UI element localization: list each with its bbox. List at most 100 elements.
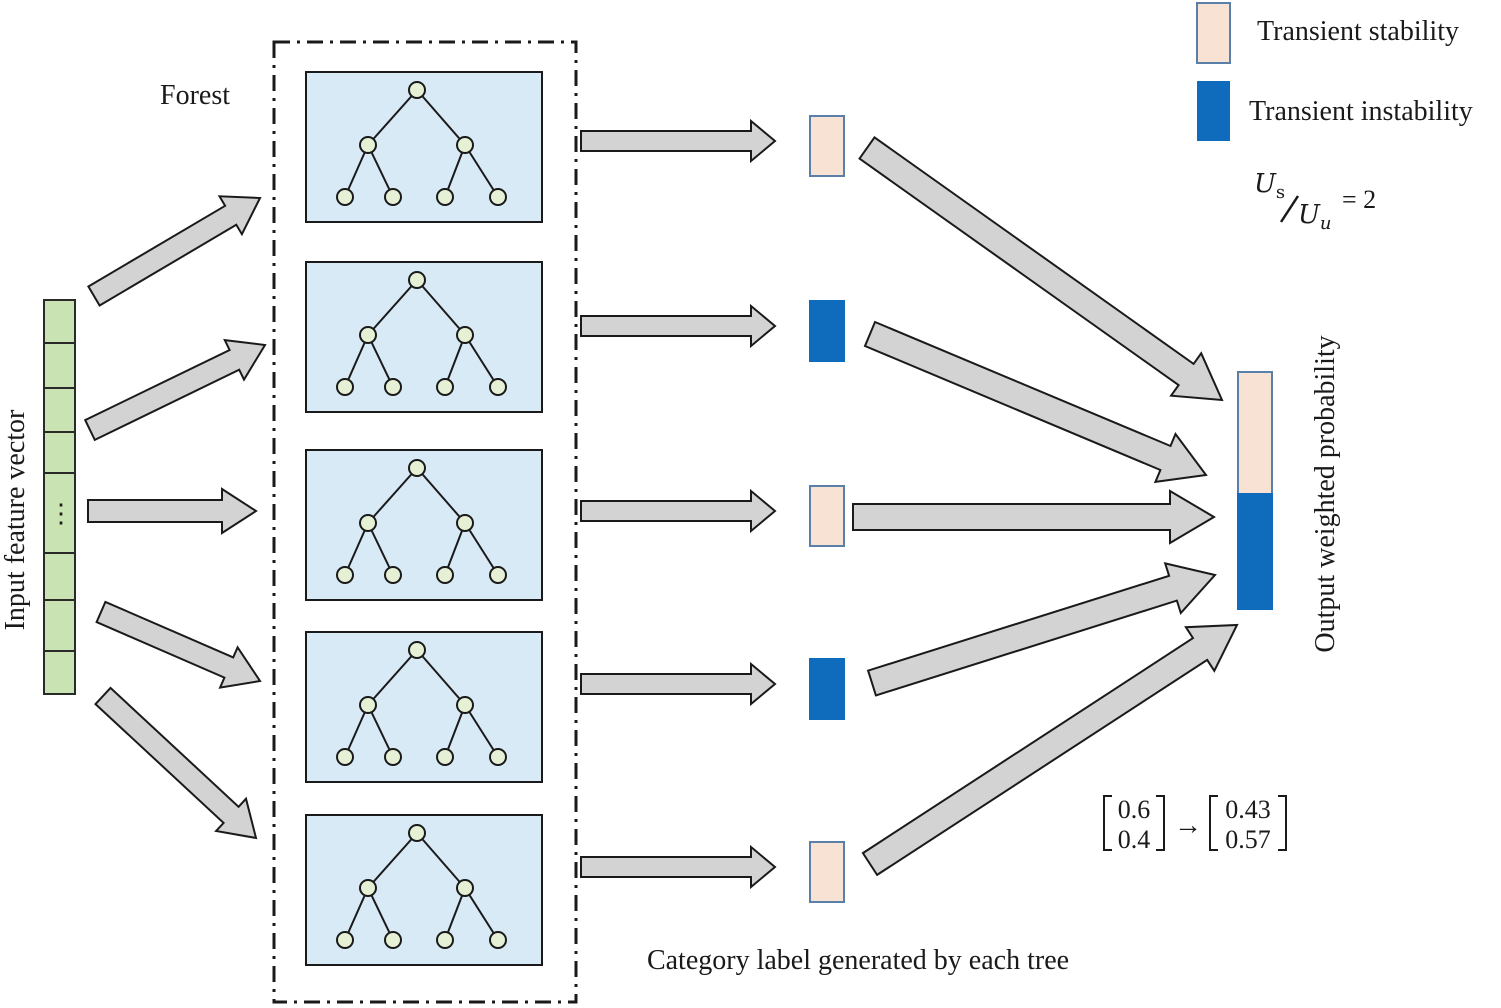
tree-label-2-unstable [809, 300, 845, 362]
category-label-caption: Category label generated by each tree [647, 945, 1069, 976]
label-to-output-arrows [852, 136, 1239, 877]
ratio-numerator: Us [1254, 169, 1285, 203]
output-arrow-2 [863, 320, 1208, 484]
tree-edge [416, 467, 466, 524]
tree-edge [464, 887, 499, 941]
tree-node [436, 931, 454, 949]
tree-edge [367, 334, 394, 388]
tree-edge [464, 704, 499, 758]
ratio-slash [1279, 195, 1300, 223]
tree-node [456, 326, 474, 344]
tree-node [336, 931, 354, 949]
legend-stable-swatch [1196, 2, 1231, 64]
tree-edge [367, 89, 418, 146]
input-arrow-3 [87, 487, 258, 535]
tree-edge [416, 832, 466, 889]
input-to-tree-arrows [83, 195, 267, 840]
tree-edge [444, 334, 466, 388]
tree-edge [444, 522, 466, 576]
tree-edge [464, 522, 499, 576]
tree-to-label-arrow-3 [580, 488, 777, 534]
tree-node [384, 566, 402, 584]
tree-node [336, 748, 354, 766]
tree-to-label-arrows [580, 118, 777, 890]
bracket-out-right [1278, 795, 1287, 851]
tree-to-label-arrow-4 [580, 661, 777, 707]
input-feature-vector: ⋮ [43, 299, 76, 695]
tree-edge [416, 649, 466, 706]
tree-node [384, 378, 402, 396]
tree-node [336, 188, 354, 206]
tree-node [359, 879, 377, 897]
tree-node [489, 931, 507, 949]
tree-node [408, 459, 426, 477]
output-weighted-probability-label: Output weighted probability [1310, 335, 1341, 652]
tree-edge [416, 279, 466, 336]
vec-in-top: 0.6 [1118, 795, 1151, 824]
tree-node [384, 931, 402, 949]
tree-edge [367, 649, 418, 706]
tree-label-1-stable [809, 115, 845, 177]
tree-edge [444, 887, 466, 941]
decision-tree-1 [305, 71, 543, 223]
ratio-denominator: Uu [1298, 200, 1332, 234]
output-arrow-3 [852, 489, 1216, 545]
input-arrow-4 [95, 600, 262, 689]
tree-to-label-arrow-1 [580, 118, 777, 164]
tree-node [489, 566, 507, 584]
tree-edge [344, 522, 369, 576]
tree-node [489, 378, 507, 396]
tree-node [408, 81, 426, 99]
probability-vector-transform: 0.6 0.4 → 0.43 0.57 [1103, 795, 1287, 854]
tree-edge [464, 144, 499, 198]
forest-boundary [272, 40, 578, 1004]
tree-edge [367, 144, 394, 198]
tree-edge [344, 144, 369, 198]
tree-node [384, 748, 402, 766]
decision-tree-5 [305, 814, 543, 966]
decision-tree-4 [305, 631, 543, 783]
tree-edge [367, 704, 394, 758]
input-feature-vector-label: Input feature vector [0, 409, 31, 630]
tree-node [436, 748, 454, 766]
vec-out-bottom: 0.57 [1225, 825, 1271, 854]
tree-to-label-arrow-2 [580, 303, 777, 349]
output-arrow-5 [861, 623, 1239, 877]
tree-node [408, 271, 426, 289]
tree-node [456, 696, 474, 714]
vec-out-top: 0.43 [1225, 795, 1271, 824]
tree-edge [344, 704, 369, 758]
tree-node [336, 566, 354, 584]
weight-ratio-formula: Us Uu = 2 [1254, 169, 1376, 234]
tree-node [359, 326, 377, 344]
legend-stable-label: Transient stability [1257, 16, 1459, 47]
legend-unstable-label: Transient instability [1249, 96, 1473, 127]
vec-in-bottom: 0.4 [1118, 825, 1151, 854]
tree-category-labels [809, 115, 845, 903]
tree-node [408, 824, 426, 842]
ratio-value: = 2 [1342, 185, 1376, 214]
tree-edge [367, 887, 394, 941]
decision-trees [305, 71, 543, 966]
output-arrow-1 [858, 136, 1224, 402]
output-stable-portion [1237, 371, 1273, 495]
tree-node [359, 696, 377, 714]
tree-node [456, 879, 474, 897]
decision-tree-3 [305, 449, 543, 601]
feature-ellipsis: ⋮ [48, 499, 74, 528]
bracket-out-left [1209, 795, 1218, 851]
input-arrow-1 [87, 195, 262, 307]
tree-node [359, 514, 377, 532]
tree-node [408, 641, 426, 659]
feature-vector-bar [43, 299, 76, 695]
tree-edge [367, 522, 394, 576]
vec-transform-arrow: → [1174, 810, 1202, 841]
tree-edge [464, 334, 499, 388]
tree-node [489, 748, 507, 766]
feature-cell-dividers [44, 342, 75, 652]
input-arrow-5 [94, 686, 258, 840]
tree-edge [344, 334, 369, 388]
tree-edge [416, 89, 466, 146]
forest-label: Forest [160, 80, 230, 111]
